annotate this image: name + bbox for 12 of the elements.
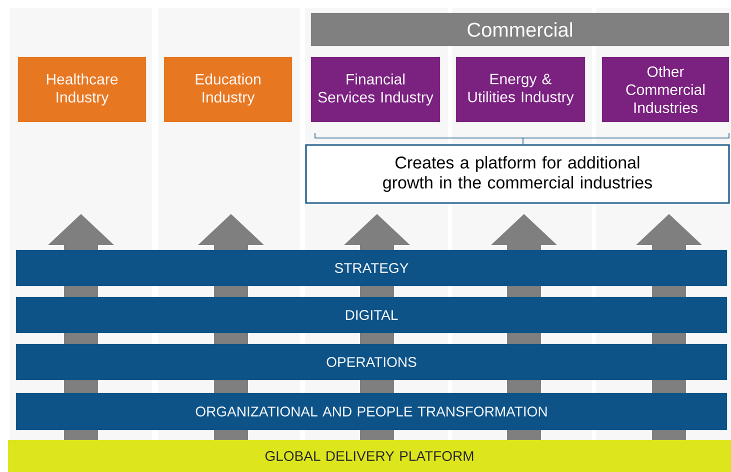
band-header: Commercial xyxy=(310,12,730,46)
industry-box: Financial Services Industry xyxy=(310,56,440,122)
industry-box: Education Industry xyxy=(164,56,292,122)
callout-box: Creates a platform for additional growth in the commercial industries xyxy=(305,144,730,204)
layer-band: ORGANIZATIONAL AND PEOPLE TRANSFORMATION xyxy=(16,392,728,430)
industry-box: Healthcare Industry xyxy=(18,56,146,122)
layer-band: OPERATIONS xyxy=(16,344,728,380)
industry-box: Other Commercial Industries xyxy=(602,56,730,122)
industry-box: Energy & Utilities Industry xyxy=(456,56,586,122)
layer-band: DIGITAL xyxy=(16,296,728,334)
platform-band: GLOBAL DELIVERY PLATFORM xyxy=(8,440,731,472)
layer-band: STRATEGY xyxy=(16,250,728,286)
